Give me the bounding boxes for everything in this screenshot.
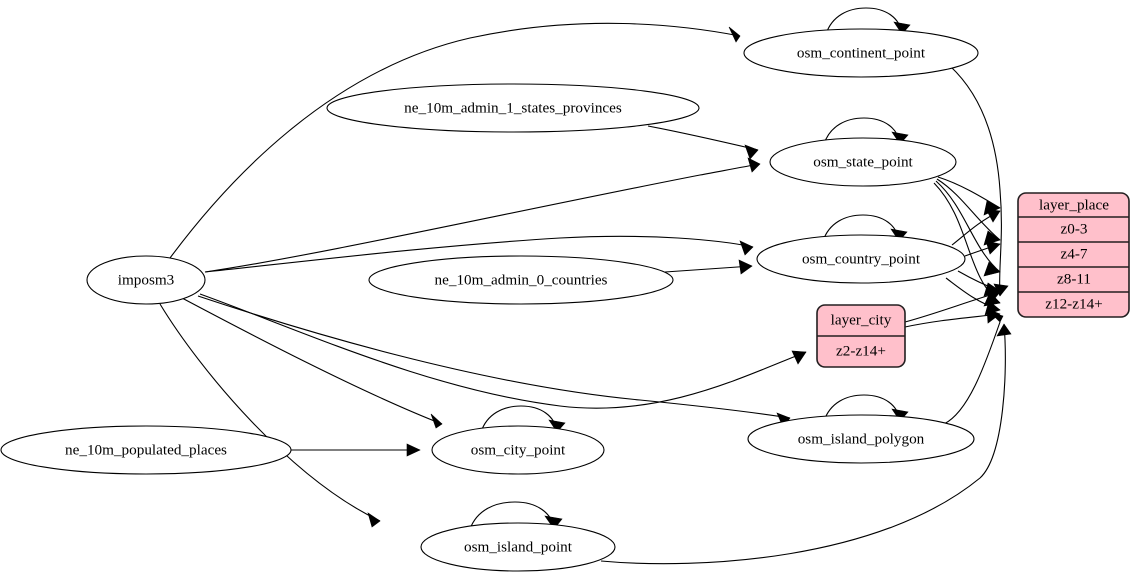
record-layer_city-title: layer_city: [831, 311, 892, 328]
node-ne_10m_populated_places[interactable]: ne_10m_populated_places: [0, 425, 292, 475]
edge-imposm3-to-osm_continent_point: [169, 22, 741, 259]
edge-osm_island_polygon-to-layer_place-z12: [943, 311, 1004, 425]
node-ne_10m_populated_places-label: ne_10m_populated_places: [65, 441, 227, 458]
node-osm_state_point-label: osm_state_point: [813, 153, 913, 170]
node-ne_10m_populated_places-shape[interactable]: [0, 425, 292, 475]
node-ne_10m_admin_0_countries-label: ne_10m_admin_0_countries: [435, 271, 608, 288]
node-osm_island_polygon[interactable]: osm_island_polygon: [747, 414, 975, 464]
node-osm_city_point[interactable]: osm_city_point: [431, 425, 605, 475]
node-layer: imposm3 ne_10m_admin_1_states_provinces …: [0, 28, 979, 572]
edge-self-loop-osm_continent_point: [825, 7, 911, 35]
node-osm_country_point[interactable]: osm_country_point: [756, 234, 966, 284]
record-layer: layer_place z0-3 z4-7 z8-11 z12-z14+ lay…: [816, 192, 1130, 368]
edge-ne_10m_admin_1_states_provinces-to-osm_state_point: [647, 125, 759, 160]
node-imposm3[interactable]: imposm3: [86, 255, 206, 305]
edge-imposm3-to-osm_island_point: [159, 303, 381, 528]
record-layer_place-title: layer_place: [1039, 196, 1109, 213]
record-layer_place-row-z8[interactable]: z8-11: [1057, 270, 1091, 287]
node-osm_country_point-shape[interactable]: [756, 234, 966, 284]
node-osm_island_polygon-shape[interactable]: [747, 414, 975, 464]
edge-imposm3-to-osm_state_point: [204, 157, 761, 273]
record-layer_place-row-z12[interactable]: z12-z14+: [1045, 295, 1102, 312]
node-ne_10m_admin_1_states_provinces[interactable]: ne_10m_admin_1_states_provinces: [326, 83, 700, 133]
node-osm_continent_point[interactable]: osm_continent_point: [743, 28, 979, 78]
node-osm_city_point-label: osm_city_point: [471, 441, 566, 458]
edge-ne_10m_admin_0_countries-to-osm_country_point: [664, 259, 753, 275]
edge-self-loop-osm_city_point: [480, 405, 566, 433]
node-osm_continent_point-label: osm_continent_point: [797, 44, 926, 61]
edge-self-loop-osm_island_point: [469, 501, 563, 530]
record-layer_place-row-z4[interactable]: z4-7: [1061, 245, 1088, 262]
edge-self-loop-osm_state_point: [823, 117, 909, 145]
node-osm_state_point-shape[interactable]: [769, 137, 957, 187]
node-osm_city_point-shape[interactable]: [431, 425, 605, 475]
node-osm_state_point[interactable]: osm_state_point: [769, 137, 957, 187]
record-layer_city-row-z2[interactable]: z2-z14+: [836, 342, 886, 359]
edge-osm_state_point-to-layer_place-z8: [935, 180, 1001, 277]
edge-osm_state_point-to-layer_place-z0: [937, 176, 1001, 216]
record-layer_city[interactable]: layer_city z2-z14+: [816, 304, 906, 368]
node-osm_island_point-shape[interactable]: [420, 522, 616, 572]
record-layer_place-box[interactable]: [1017, 192, 1130, 318]
node-imposm3-label: imposm3: [118, 271, 175, 288]
node-ne_10m_admin_0_countries[interactable]: ne_10m_admin_0_countries: [368, 255, 674, 305]
node-ne_10m_admin_1_states_provinces-shape[interactable]: [326, 83, 700, 133]
node-osm_island_point[interactable]: osm_island_point: [420, 522, 616, 572]
edge-ne_10m_populated_places-to-osm_city_point: [291, 443, 421, 457]
record-layer_place-row-z0[interactable]: z0-3: [1061, 220, 1088, 237]
edge-imposm3-to-osm_city_point: [181, 297, 443, 429]
edge-layer: [159, 7, 1012, 565]
node-ne_10m_admin_1_states_provinces-label: ne_10m_admin_1_states_provinces: [404, 99, 622, 116]
edge-imposm3-to-osm_country_point: [204, 235, 754, 273]
edge-layer_city-to-layer_place-z8: [904, 289, 1001, 323]
node-osm_continent_point-shape[interactable]: [743, 28, 979, 78]
node-osm_island_polygon-label: osm_island_polygon: [798, 430, 925, 447]
edge-imposm3-to-layer_city: [199, 293, 807, 409]
edge-osm_country_point-to-layer_place-z0: [951, 208, 1001, 246]
edge-osm_country_point-to-layer_place-z4: [964, 240, 1001, 257]
edge-osm_island_point-to-layer_place-z12: [600, 323, 1012, 565]
edge-imposm3-to-osm_island_polygon: [197, 295, 791, 428]
node-osm_island_point-label: osm_island_point: [464, 538, 573, 555]
node-osm_country_point-label: osm_country_point: [802, 250, 921, 267]
node-imposm3-shape[interactable]: [86, 255, 206, 305]
record-layer_place[interactable]: layer_place z0-3 z4-7 z8-11 z12-z14+: [1017, 192, 1130, 318]
node-ne_10m_admin_0_countries-shape[interactable]: [368, 255, 674, 305]
